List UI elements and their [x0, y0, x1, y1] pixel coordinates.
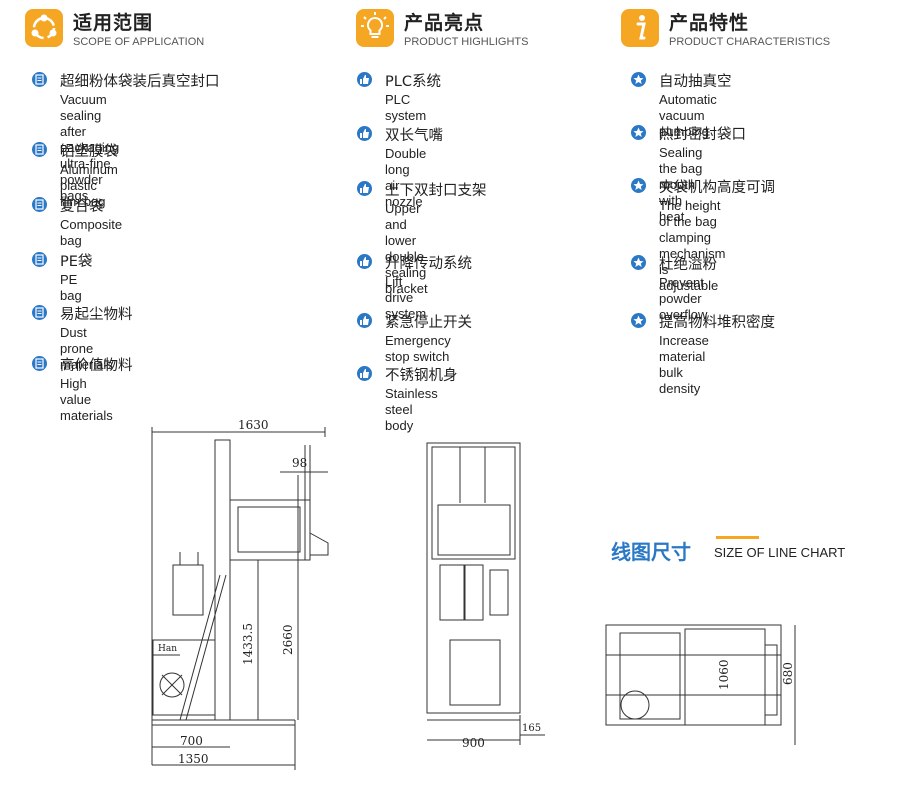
highlights-item-zh: 上下双封口支架 — [385, 183, 487, 199]
scope-item-zh: 高价值物料 — [60, 358, 133, 374]
scope-item-zh: 复合袋 — [60, 199, 104, 215]
highlights-title: 产品亮点 — [404, 12, 485, 34]
characteristics-item-zh: 自动抽真空 — [659, 74, 732, 90]
scope-item-en: Dust prone materials — [60, 325, 113, 372]
star-icon — [631, 125, 646, 140]
star-icon — [631, 72, 646, 87]
side-base-b: 1350 — [178, 752, 209, 766]
side-offset: 98 — [292, 456, 307, 470]
characteristics-item-en: Increase material bulk density — [659, 333, 709, 396]
characteristics-item-en: Sealing the bag mouth with heat — [659, 145, 703, 224]
highlights-item-zh: PLC系统 — [385, 74, 441, 90]
document-icon — [32, 72, 47, 87]
document-icon — [32, 142, 47, 157]
front-width: 900 — [462, 736, 485, 750]
highlights-item-en: Upper and lower double sealing bracket — [385, 201, 428, 296]
highlights-item-en: Lift drive system — [385, 274, 427, 321]
scope-subtitle: SCOPE OF APPLICATION — [73, 36, 205, 48]
characteristics-title: 产品特性 — [669, 12, 750, 34]
line-chart-accent — [716, 536, 759, 539]
document-icon — [32, 356, 47, 371]
characteristics-item-en: Prevent powder overflow — [659, 275, 708, 322]
characteristics-item-zh: 杜绝溢粉 — [659, 257, 717, 273]
share-nodes-icon — [25, 9, 63, 47]
top-depth: 1060 — [717, 659, 731, 690]
document-icon — [32, 305, 47, 320]
scope-item-zh: 超细粉体袋装后真空封口 — [60, 74, 220, 90]
highlights-item-en: Emergency stop switch — [385, 333, 451, 364]
top-view-drawing: 1060 680 — [605, 624, 796, 745]
star-icon — [631, 178, 646, 193]
highlights-item-zh: 升降传动系统 — [385, 256, 472, 272]
characteristics-item-en: The height of the bag clamping mechanism… — [659, 198, 726, 293]
document-icon — [32, 252, 47, 267]
scope-item-en: High value materials — [60, 376, 113, 423]
front-view-drawing: 900 165 — [426, 442, 545, 750]
lightbulb-icon — [356, 9, 394, 47]
characteristics-item-zh: 提高物料堆积密度 — [659, 315, 775, 331]
thumbs-up-icon — [357, 126, 372, 141]
scope-item-zh: 铝塑膜袋 — [60, 144, 118, 160]
characteristics-subtitle: PRODUCT CHARACTERISTICS — [669, 36, 831, 48]
scope-item-zh: PE袋 — [60, 254, 93, 270]
info-icon — [621, 9, 659, 47]
top-width: 680 — [781, 662, 795, 685]
thumbs-up-icon — [357, 313, 372, 328]
side-width-total: 1630 — [238, 418, 269, 432]
scope-item-en: PE bag — [60, 272, 82, 303]
front-offset: 165 — [522, 723, 541, 734]
scope-item-en: Vacuum sealing after packaging ultra-fin… — [60, 92, 120, 203]
star-icon — [631, 313, 646, 328]
thumbs-up-icon — [357, 181, 372, 196]
thumbs-up-icon — [357, 254, 372, 269]
document-icon — [32, 197, 47, 212]
characteristics-item-zh: 热封密封袋口 — [659, 127, 746, 143]
line-chart-title: 线图尺寸 — [611, 540, 691, 564]
highlights-item-zh: 不锈钢机身 — [385, 368, 458, 384]
side-panel-label: Han — [158, 644, 177, 654]
thumbs-up-icon — [357, 366, 372, 381]
highlights-item-zh: 紧急停止开关 — [385, 315, 472, 331]
star-icon — [631, 255, 646, 270]
characteristics-item-zh: 夹袋机构高度可调 — [659, 180, 775, 196]
highlights-item-en: Stainless steel body — [385, 386, 438, 433]
side-height-total: 2660 — [281, 624, 295, 655]
highlights-item-zh: 双长气嘴 — [385, 128, 443, 144]
scope-item-en: Composite bag — [60, 217, 123, 248]
highlights-item-en: Double long air nozzle — [385, 146, 427, 209]
side-view-drawing: 1630 98 700 1350 Han 1433.5 2660 — [151, 418, 329, 770]
scope-item-zh: 易起尘物料 — [60, 307, 133, 323]
line-chart-subtitle: SIZE OF LINE CHART — [714, 545, 846, 560]
characteristics-item-en: Automatic vacuum pumping — [659, 92, 717, 139]
side-height-mid: 1433.5 — [241, 623, 255, 665]
scope-title: 适用范围 — [73, 12, 154, 34]
side-base-a: 700 — [180, 734, 203, 748]
thumbs-up-icon — [357, 72, 372, 87]
scope-item-en: Aluminum plastic film bag — [60, 162, 118, 209]
highlights-item-en: PLC system — [385, 92, 427, 123]
highlights-subtitle: PRODUCT HIGHLIGHTS — [404, 36, 529, 48]
